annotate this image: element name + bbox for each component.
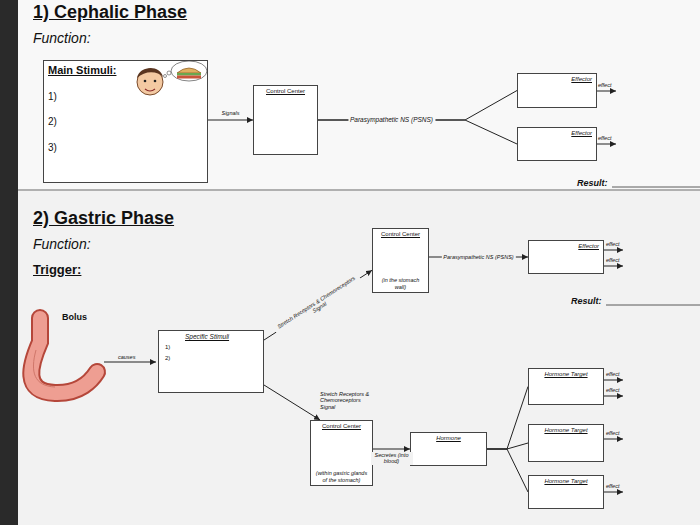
node-heading: Specific Stimuli — [185, 333, 257, 340]
edge-label: Stretch Receptors & Chemoreceptors Signa… — [273, 273, 364, 338]
effect-label: effect — [606, 371, 619, 377]
hair — [137, 68, 163, 78]
node-text: 2) — [165, 355, 257, 362]
connector — [487, 449, 528, 492]
node-heading: Hormone Target — [533, 427, 599, 434]
effect-arrow — [604, 266, 623, 267]
field-label: Function: — [33, 30, 91, 46]
bolus-label: Bolus — [62, 312, 87, 322]
effect-label: effect — [598, 135, 611, 141]
stomach-body — [31, 318, 97, 393]
connector — [208, 120, 253, 121]
effect-arrow — [604, 250, 623, 251]
effector-box: Effector — [528, 240, 604, 274]
connector — [264, 270, 372, 340]
edge-label: Parasympathetic NS (PSNS) — [348, 116, 435, 123]
section-divider — [18, 189, 700, 191]
effect-arrow — [604, 396, 623, 397]
sandwich-filling — [177, 76, 201, 79]
node-heading: Main Stimuli: — [48, 64, 203, 77]
control-center-box: Control Center (within gastric glands of … — [310, 420, 373, 486]
effect-arrow — [597, 144, 616, 145]
node-heading: Hormone Target — [533, 478, 599, 485]
control-center-box: Control Center (in the stomach wall) — [372, 228, 429, 293]
causes-arrow — [104, 362, 156, 363]
hormone-box: Hormone — [410, 432, 487, 466]
sandwich-lettuce — [177, 73, 201, 76]
field-label: Function: — [33, 236, 91, 252]
effector-box: Effector — [517, 73, 597, 108]
node-heading: Hormone — [415, 435, 482, 442]
page-ground — [18, 0, 700, 525]
thought-dot — [167, 71, 171, 75]
edge-label: Signals — [219, 110, 241, 116]
node-heading: Control Center — [266, 88, 305, 95]
edge-label: Stretch Receptors & Chemoreceptors Signa… — [318, 391, 378, 410]
sandwich-bread — [177, 68, 201, 73]
eye — [144, 80, 147, 83]
effect-label: effect — [606, 241, 619, 247]
connector — [487, 387, 528, 450]
node-text: (in the stomach wall) — [376, 277, 425, 290]
effect-label: effect — [606, 430, 619, 436]
stimuli-box: Main Stimuli: 1) 2) 3) — [43, 60, 208, 183]
connector — [373, 449, 410, 450]
stomach-outline — [31, 318, 97, 393]
effect-arrow — [604, 439, 623, 440]
connector — [264, 385, 320, 420]
arrow-label: causes — [118, 354, 135, 360]
effect-label: effect — [606, 387, 619, 393]
edge-label: Secretes (into blood) — [371, 452, 413, 465]
node-text: 3) — [48, 142, 203, 154]
mouth — [145, 89, 155, 91]
effect-label: effect — [598, 82, 611, 88]
node-heading: Control Center — [381, 231, 420, 238]
target-box: Hormone Target — [528, 368, 604, 405]
effect-arrow — [604, 380, 623, 381]
node-text: 2) — [48, 116, 203, 128]
thinking-face — [137, 61, 207, 95]
node-heading: Effector — [533, 243, 599, 250]
node-heading: Effector — [522, 76, 592, 83]
result-label: Result: — [577, 178, 608, 188]
field-label: Trigger: — [33, 263, 81, 278]
stimuli-box: Specific Stimuli 1) 2) — [158, 330, 264, 393]
node-text: (within gastric glands of the stomach) — [314, 470, 369, 483]
control-center-box: Control Center — [253, 85, 318, 155]
section-panel — [18, 0, 700, 189]
node-heading: Effector — [522, 130, 592, 137]
effect-arrow — [597, 91, 616, 92]
effect-label: effect — [606, 257, 619, 263]
thought-bubble — [171, 61, 207, 81]
stomach-illustration — [31, 318, 97, 393]
section-heading: 2) Gastric Phase — [33, 208, 174, 229]
effect-label: effect — [606, 483, 619, 489]
target-box: Hormone Target — [528, 475, 604, 509]
face — [137, 69, 163, 95]
stimuli-box-fill — [43, 60, 208, 183]
result-label: Result: — [571, 296, 602, 306]
edge-label: Parasympathetic NS (PSNS) — [441, 254, 515, 260]
node-text: 1) — [165, 344, 257, 351]
eye — [154, 80, 157, 83]
node-heading: Hormone Target — [533, 371, 599, 378]
section-heading: 1) Cephalic Phase — [33, 2, 187, 23]
connector — [487, 443, 528, 449]
answer-line — [612, 187, 700, 188]
stomach-fold — [33, 350, 55, 387]
effect-arrow — [604, 492, 623, 493]
effector-box: Effector — [517, 127, 597, 161]
node-heading: Control Center — [322, 423, 361, 430]
target-box: Hormone Target — [528, 424, 604, 462]
node-text: 1) — [48, 91, 203, 103]
answer-line — [606, 305, 700, 306]
thought-dot — [164, 75, 167, 78]
